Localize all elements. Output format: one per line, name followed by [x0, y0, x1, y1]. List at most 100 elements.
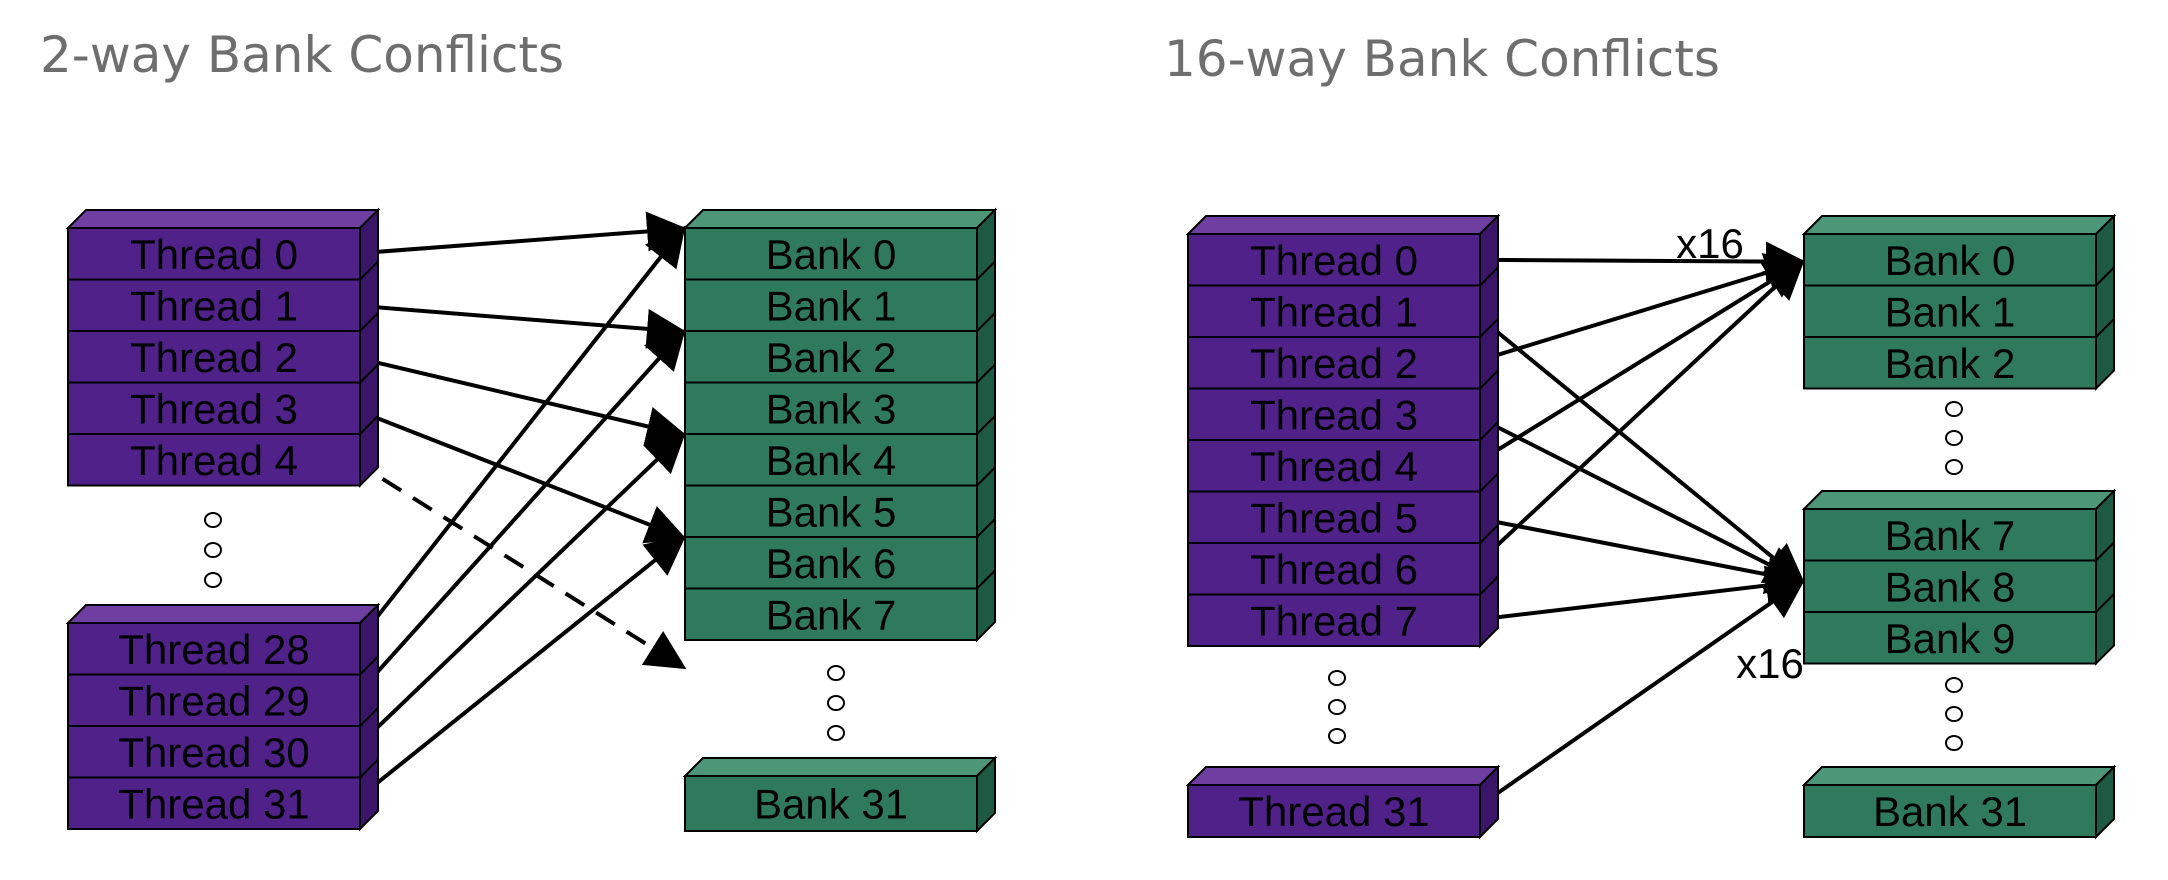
thread-label: Thread 28 — [118, 626, 309, 673]
ellipsis — [1945, 401, 1963, 475]
bank-label: Bank 2 — [766, 334, 897, 381]
ellipsis-dot — [1945, 401, 1963, 417]
ellipsis-dot — [1328, 699, 1346, 715]
bank-cell — [1803, 784, 2097, 838]
thread-cell — [67, 433, 361, 487]
thread-side-divider — [359, 312, 379, 332]
bank-side-divider — [2095, 266, 2115, 287]
thread-cell — [67, 673, 361, 727]
bank-row-bank-0: Bank 0 — [684, 227, 978, 281]
ellipsis — [1945, 677, 1963, 751]
thread-cell — [67, 330, 361, 384]
bank-cell — [684, 536, 978, 590]
conflict-arrow — [351, 406, 687, 544]
thread-label: Thread 29 — [118, 677, 309, 724]
thread-cell — [67, 622, 361, 676]
bank-stack: Bank 31 — [1801, 764, 2117, 840]
right-panel-title: 16-way Bank Conflicts — [1164, 30, 1720, 88]
thread-cell — [67, 278, 361, 332]
conflict-arrow — [350, 535, 687, 805]
bank-cell — [684, 775, 978, 832]
thread-label: Thread 4 — [1250, 443, 1418, 490]
bank-row-bank-31: Bank 31 — [684, 775, 978, 832]
thread-label: Thread 30 — [118, 729, 309, 776]
thread-row-thread-28: Thread 28 — [67, 622, 361, 676]
bank-row-bank-4: Bank 4 — [684, 415, 996, 487]
bank-row-bank-2: Bank 2 — [1803, 318, 2115, 390]
conflict-arrow — [1470, 259, 1806, 468]
thread-label: Thread 4 — [130, 437, 298, 484]
conflict-arrow — [1470, 309, 1806, 584]
thread-label: Thread 6 — [1250, 546, 1418, 593]
ellipsis-dot — [204, 572, 222, 588]
thread-label: Thread 3 — [1250, 391, 1418, 438]
bank-label: Bank 31 — [754, 781, 908, 828]
bank-side-divider — [976, 569, 996, 590]
thread-stack-top — [1185, 766, 1501, 786]
thread-cell — [1187, 490, 1481, 544]
conflict-arrow — [350, 431, 686, 754]
thread-cell — [1187, 233, 1481, 287]
conflict-arrow — [351, 354, 687, 446]
bank-label: Bank 0 — [766, 231, 897, 278]
multiplier-bottom: x16 — [1736, 640, 1804, 687]
thread-side-divider — [1479, 524, 1499, 544]
bank-side-divider — [976, 363, 996, 384]
thread-side-divider — [359, 707, 379, 727]
thread-side-divider — [1479, 575, 1499, 596]
bank-side-divider — [976, 260, 996, 281]
ellipsis-dot — [827, 695, 845, 711]
thread-cell — [1187, 439, 1481, 493]
ellipsis — [204, 512, 222, 588]
thread-cell — [1187, 784, 1481, 838]
thread-label: Thread 2 — [1250, 340, 1418, 387]
thread-row-thread-29: Thread 29 — [67, 655, 379, 727]
conflict-arrow-dashed — [350, 458, 687, 670]
bank-row-bank-2: Bank 2 — [684, 312, 996, 384]
thread-side-divider — [1479, 472, 1499, 493]
thread-side-divider — [1479, 369, 1499, 390]
conflict-arrow — [1471, 565, 1806, 623]
thread-side-divider — [359, 260, 379, 281]
bank-stack-top — [1801, 766, 2117, 786]
bank-side-divider — [976, 466, 996, 487]
thread-label: Thread 0 — [1250, 237, 1418, 284]
bank-cell — [1803, 336, 2097, 390]
conflict-arrow — [351, 303, 687, 349]
thread-row-thread-5: Thread 5 — [1187, 472, 1499, 544]
thread-row-thread-6: Thread 6 — [1187, 524, 1499, 596]
thread-label: Thread 31 — [118, 780, 309, 827]
thread-cell — [67, 776, 361, 830]
conflict-arrow — [1471, 241, 1806, 282]
thread-row-thread-1: Thread 1 — [1187, 266, 1499, 338]
thread-label: Thread 5 — [1250, 494, 1418, 541]
thread-side-divider — [359, 415, 379, 435]
bank-cell — [684, 484, 978, 538]
bank-label: Bank 6 — [766, 540, 897, 587]
thread-label: Thread 1 — [130, 282, 298, 329]
bank-label: Bank 7 — [766, 591, 897, 638]
thread-label: Thread 31 — [1238, 788, 1429, 835]
bank-stack-side — [2095, 213, 2115, 391]
bank-label: Bank 1 — [1885, 288, 2016, 335]
thread-stack: Thread 31 — [1185, 764, 1501, 840]
thread-label: Thread 2 — [130, 334, 298, 381]
ellipsis-dot — [1945, 430, 1963, 446]
bank-stack-top — [682, 209, 998, 229]
bank-row-bank-6: Bank 6 — [684, 518, 996, 590]
conflict-arrow — [350, 225, 686, 650]
ellipsis-dot — [1328, 670, 1346, 686]
bank-row-bank-5: Bank 5 — [684, 466, 996, 538]
thread-side-divider — [359, 758, 379, 779]
thread-row-thread-7: Thread 7 — [1187, 575, 1499, 647]
bank-row-bank-31: Bank 31 — [1803, 784, 2097, 838]
thread-cell — [67, 227, 361, 281]
bank-label: Bank 0 — [1885, 237, 2016, 284]
thread-cell — [67, 381, 361, 435]
bank-stack-side — [2095, 488, 2115, 666]
